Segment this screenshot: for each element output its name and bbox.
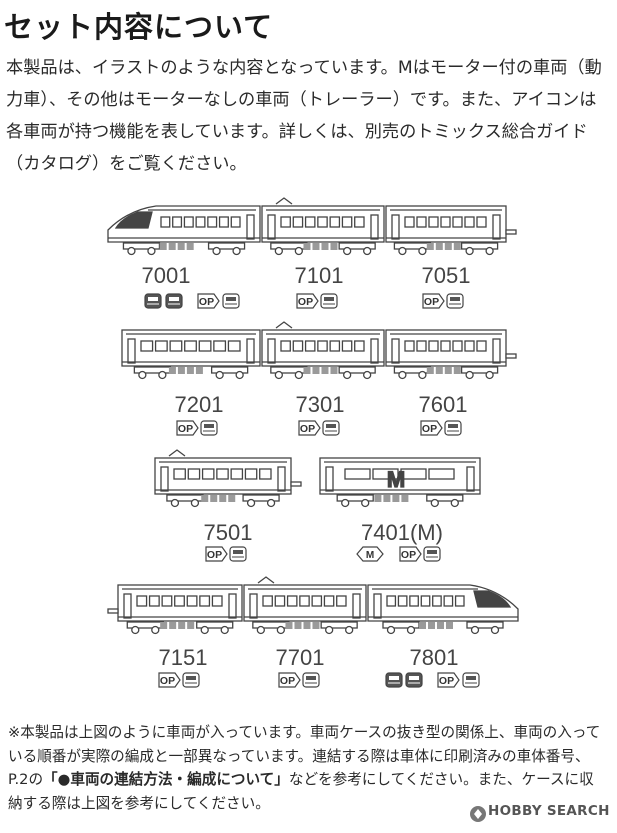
train-car bbox=[261, 197, 385, 256]
op-icon: OP bbox=[197, 293, 220, 309]
svg-text:OP: OP bbox=[422, 423, 437, 435]
svg-text:OP: OP bbox=[207, 549, 222, 561]
op-icon: OP bbox=[176, 420, 199, 436]
svg-text:OP: OP bbox=[160, 675, 175, 687]
train-car bbox=[385, 205, 517, 256]
intro-paragraph: 本製品は、イラストのような内容となっています。Mはモーター付の車両（動力車）、そ… bbox=[6, 58, 602, 174]
light-icon bbox=[462, 672, 480, 688]
car-number: 7401(M) bbox=[361, 520, 443, 545]
note-paragraph: ※本製品は上図のように車両が入っています。車両ケースの抜き型の関係上、車両の入っ… bbox=[8, 721, 608, 815]
motor-mark: M bbox=[387, 467, 405, 492]
svg-text:OP: OP bbox=[424, 296, 439, 308]
svg-text:OP: OP bbox=[280, 675, 295, 687]
watermark: HOBBY SEARCH bbox=[488, 803, 610, 819]
svg-text:OP: OP bbox=[300, 423, 315, 435]
svg-text:OP: OP bbox=[199, 296, 214, 308]
svg-text:OP: OP bbox=[401, 549, 416, 561]
svg-text:OP: OP bbox=[298, 296, 313, 308]
car-number: 7151 bbox=[159, 645, 208, 670]
train-car bbox=[121, 329, 261, 380]
light-icon bbox=[165, 293, 183, 309]
car-number: 7301 bbox=[296, 392, 345, 417]
train-car bbox=[107, 205, 261, 256]
light-icon bbox=[444, 420, 462, 436]
train-car bbox=[243, 576, 367, 635]
svg-text:OP: OP bbox=[439, 675, 454, 687]
car-number: 7001 bbox=[142, 263, 191, 288]
op-icon: OP bbox=[278, 672, 301, 688]
light-icon bbox=[385, 672, 403, 688]
car-number: 7201 bbox=[175, 392, 224, 417]
car-number: 7801 bbox=[410, 645, 459, 670]
train-car bbox=[367, 584, 519, 635]
car-number: 7051 bbox=[422, 263, 471, 288]
light-icon bbox=[222, 293, 240, 309]
train-car: M bbox=[319, 457, 481, 508]
car-number: 7501 bbox=[204, 520, 253, 545]
svg-text:OP: OP bbox=[178, 423, 193, 435]
light-icon bbox=[182, 672, 200, 688]
train-car bbox=[261, 321, 385, 380]
light-icon bbox=[200, 420, 218, 436]
op-icon: OP bbox=[399, 546, 422, 562]
motor-icon: M bbox=[356, 546, 384, 562]
light-icon bbox=[320, 293, 338, 309]
op-icon: OP bbox=[158, 672, 181, 688]
light-icon bbox=[446, 293, 464, 309]
train-car bbox=[107, 584, 243, 635]
op-icon: OP bbox=[296, 293, 319, 309]
train-car bbox=[154, 449, 302, 508]
op-icon: OP bbox=[420, 420, 443, 436]
light-icon bbox=[302, 672, 320, 688]
note-prefix: ※本製品は上図のように車両が入っています。車両ケースの抜き型の関係上、車両の入っ… bbox=[8, 724, 601, 788]
light-icon bbox=[405, 672, 423, 688]
op-icon: OP bbox=[205, 546, 228, 562]
svg-text:M: M bbox=[366, 550, 374, 561]
light-icon bbox=[423, 546, 441, 562]
note-emphasis: 「●車両の連結方法・編成について」 bbox=[43, 771, 289, 788]
hobby-search-logo bbox=[470, 806, 486, 822]
light-icon bbox=[322, 420, 340, 436]
car-number: 7701 bbox=[276, 645, 325, 670]
light-icon bbox=[229, 546, 247, 562]
note-suffix: などを参考にしてください。また、ケースに収納する際は上図を参考にしてください。 bbox=[8, 771, 594, 812]
train-car bbox=[385, 329, 517, 380]
page-title: セット内容について bbox=[4, 10, 274, 44]
op-icon: OP bbox=[298, 420, 321, 436]
light-icon bbox=[144, 293, 162, 309]
car-number: 7601 bbox=[419, 392, 468, 417]
op-icon: OP bbox=[422, 293, 445, 309]
op-icon: OP bbox=[437, 672, 460, 688]
car-number: 7101 bbox=[295, 263, 344, 288]
